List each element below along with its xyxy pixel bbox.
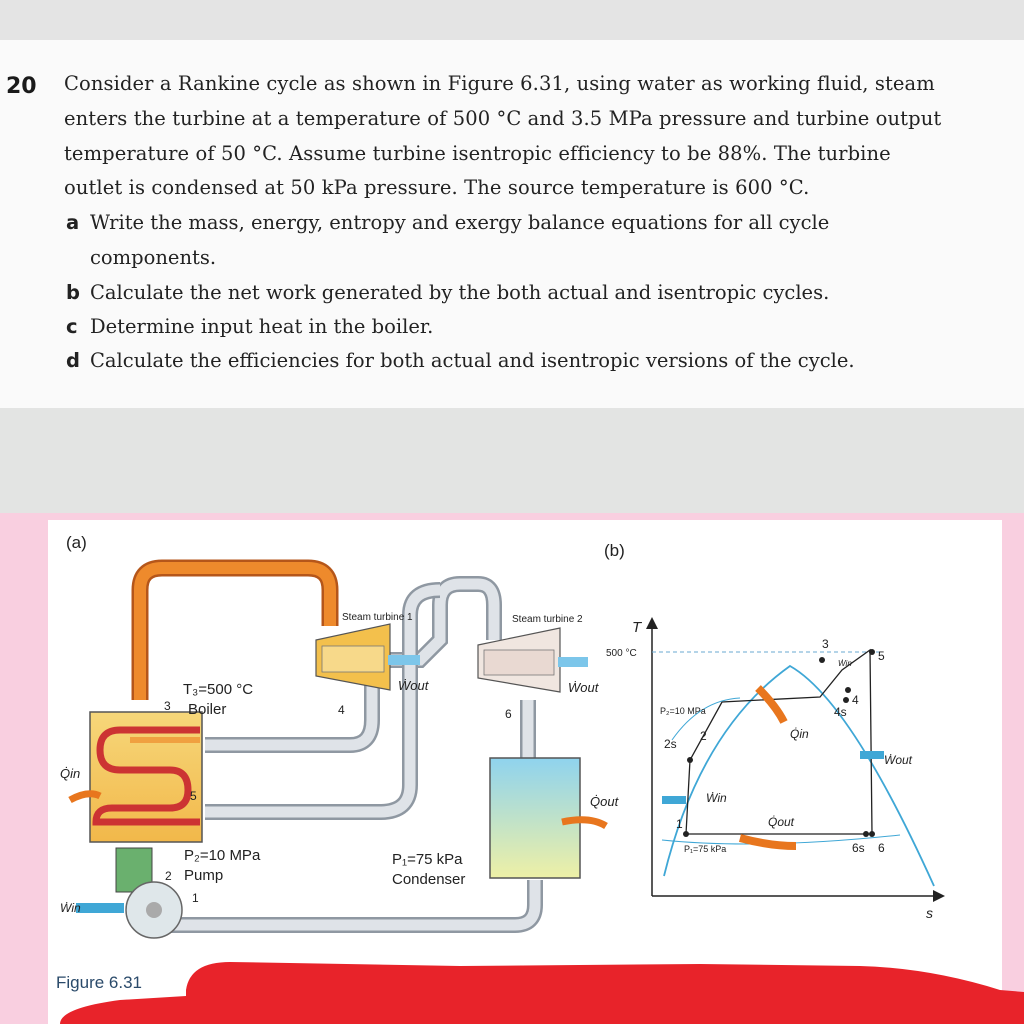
p1-label: P₁=75 kPa xyxy=(392,851,463,868)
state-3-label: 3 xyxy=(164,699,171,713)
ts-heat-out-label: Q̇out xyxy=(768,815,795,829)
point-6s xyxy=(863,831,869,837)
ts-heat-in-arrow xyxy=(755,685,788,724)
schematic: Steam turbine 1 Ẇout 4 Steam turbine 2 Ẇ… xyxy=(60,559,620,939)
label-point-6s: 6s xyxy=(852,841,865,855)
ts-p2-label: P₂=10 MPa xyxy=(660,706,706,716)
label-point-3: 3 xyxy=(822,637,829,651)
point-3 xyxy=(819,657,825,663)
condensate-pipe xyxy=(150,880,541,931)
ts-diagram: T s 500 °C 1 2 2s 3 4 4s 5 6 6s P₂=10 MP… xyxy=(606,617,945,921)
part-d-letter: d xyxy=(66,349,80,372)
state-1-label: 1 xyxy=(192,891,199,905)
state-points xyxy=(683,649,875,837)
top-background-strip xyxy=(0,0,1024,40)
part-d-text: Calculate the efficiencies for both actu… xyxy=(90,349,855,372)
point-4s xyxy=(843,697,849,703)
state-5-label: 5 xyxy=(190,789,197,803)
label-point-5: 5 xyxy=(878,649,885,663)
point-6 xyxy=(869,831,875,837)
ts-work-in-small-label: Ẇin xyxy=(838,659,852,668)
p2-isobar xyxy=(671,697,741,741)
condenser-label: Condenser xyxy=(392,871,465,888)
turbine-1-blades xyxy=(321,645,385,673)
part-a-letter: a xyxy=(66,211,80,234)
turbine-1-work-label: Ẇout xyxy=(398,678,430,693)
panel-a-label: (a) xyxy=(66,533,87,552)
ts-work-in-label: Ẇin xyxy=(706,791,727,805)
turbine-2-work-label: Ẇout xyxy=(568,680,600,695)
label-point-2: 2 xyxy=(700,729,707,743)
ts-p1-label: P₁=75 kPa xyxy=(684,844,726,854)
pump-work-label: Ẇin xyxy=(60,901,81,915)
turbine-1-label: Steam turbine 1 xyxy=(342,612,413,623)
heat-out-arrow xyxy=(561,816,608,830)
gap-background xyxy=(0,408,1024,513)
heat-in-arrow xyxy=(68,790,102,804)
crossover-pipe xyxy=(366,578,500,700)
part-c-letter: c xyxy=(66,315,78,338)
ts-work-out-label: Ẇout xyxy=(884,753,913,767)
label-point-6: 6 xyxy=(878,841,885,855)
heat-in-label: Q̇in xyxy=(60,766,80,781)
boiler-coil xyxy=(92,726,200,826)
point-4 xyxy=(845,687,851,693)
label-point-4: 4 xyxy=(852,693,859,707)
part-a-text-cont: components. xyxy=(90,246,217,269)
part-c-text: Determine input heat in the boiler. xyxy=(90,315,434,338)
reheat-out-pipe xyxy=(205,584,441,818)
point-1 xyxy=(683,831,689,837)
label-point-1: 1 xyxy=(676,817,683,831)
steam-pipe xyxy=(134,562,336,700)
temp-tick-label: 500 °C xyxy=(606,648,637,659)
turbine-2-blades xyxy=(483,649,555,676)
p2-label: P₂=10 MPa xyxy=(184,847,261,864)
label-point-4s: 4s xyxy=(834,705,847,719)
t-axis-label: T xyxy=(632,619,643,636)
question-number: 20 xyxy=(6,74,37,99)
state-4-label: 4 xyxy=(338,703,345,717)
point-5 xyxy=(869,649,875,655)
question-line-2: enters the turbine at a temperature of 5… xyxy=(64,107,942,130)
pump-hub xyxy=(146,902,162,918)
question-line-3: temperature of 50 °C. Assume turbine ise… xyxy=(64,142,891,165)
ts-heat-in-label: Q̇in xyxy=(790,727,809,741)
heat-out-label: Q̇out xyxy=(590,794,620,809)
redaction-scribble xyxy=(60,962,1024,1024)
question-card xyxy=(0,40,1024,408)
saturation-dome xyxy=(663,664,935,887)
question-line-1: Consider a Rankine cycle as shown in Fig… xyxy=(64,72,935,95)
part-a-text: Write the mass, energy, entropy and exer… xyxy=(90,211,830,234)
part-b-letter: b xyxy=(66,281,80,304)
part-b-text: Calculate the net work generated by the … xyxy=(90,281,830,304)
state-2-label: 2 xyxy=(165,869,172,883)
state-6-label: 6 xyxy=(505,707,512,721)
t3-label: T₃=500 °C xyxy=(183,681,253,698)
turbine-2-label: Steam turbine 2 xyxy=(512,614,583,625)
boiler-label: Boiler xyxy=(188,701,226,718)
panel-b-label: (b) xyxy=(604,541,625,560)
question-line-4: outlet is condensed at 50 kPa pressure. … xyxy=(64,176,810,199)
figure-caption: Figure 6.31 xyxy=(56,973,142,992)
pump-label: Pump xyxy=(184,867,223,884)
s-axis-label: s xyxy=(926,905,933,921)
label-point-2s: 2s xyxy=(664,737,677,751)
point-2 xyxy=(687,757,693,763)
ts-heat-out-arrow xyxy=(738,834,797,850)
reheat-return-pipe xyxy=(205,700,378,751)
